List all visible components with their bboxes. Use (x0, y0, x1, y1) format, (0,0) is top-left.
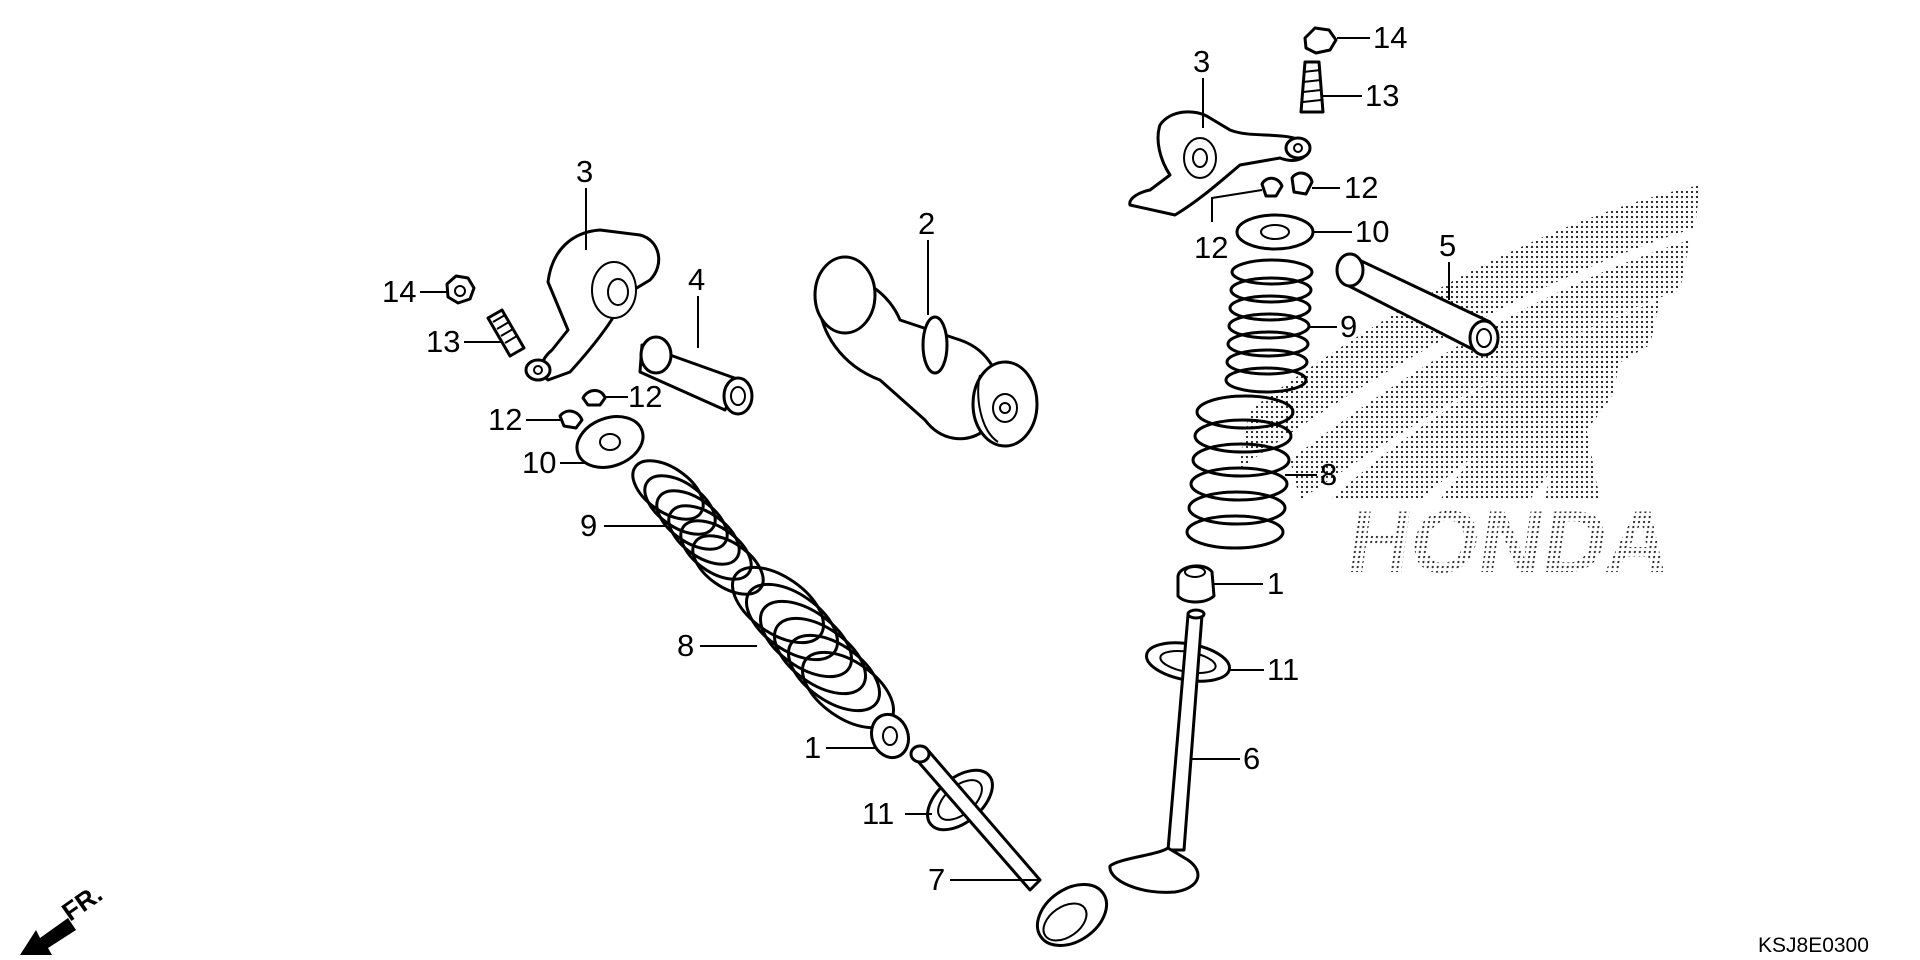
honda-wing-watermark: HONDA (1238, 185, 1700, 591)
callout-12: 12 (628, 379, 662, 414)
rocker-arm-shaft-left (638, 335, 754, 416)
rocker-arm-shaft-right (1335, 252, 1500, 357)
rocker-arm-left (524, 228, 661, 382)
callout-10: 10 (1355, 214, 1389, 249)
callout-10: 10 (522, 445, 556, 480)
callout-8: 8 (1320, 457, 1337, 492)
callout-13: 13 (1365, 78, 1399, 113)
front-direction-arrow-icon: FR. (20, 878, 108, 955)
callout-3: 3 (576, 154, 593, 189)
inner-valve-spring-right (1224, 258, 1314, 394)
callout-14: 14 (382, 274, 416, 309)
callout-3: 3 (1193, 44, 1210, 79)
callout-2: 2 (918, 206, 935, 241)
tappet-adjusting-nut-right (1303, 26, 1338, 55)
callout-1: 1 (1267, 566, 1284, 601)
callout-12: 12 (488, 402, 522, 437)
callout-5: 5 (1439, 228, 1456, 263)
callout-4: 4 (688, 262, 705, 297)
callout-9: 9 (1340, 309, 1357, 344)
inner-valve-spring-left (631, 459, 765, 596)
callout-6: 6 (1243, 741, 1260, 776)
diagram-code: KSJ8E0300 (1758, 934, 1869, 957)
callout-labels: 3 14 13 4 2 12 12 10 9 8 1 11 7 3 14 13 … (382, 20, 1456, 897)
tappet-adjusting-nut-left (445, 274, 476, 305)
honda-watermark-text: HONDA (1341, 492, 1677, 591)
camshaft (813, 255, 1039, 448)
callout-11: 11 (1267, 652, 1299, 687)
outer-valve-spring-right (1185, 394, 1295, 550)
valve-left (909, 744, 1109, 947)
tappet-adjusting-screw-right (1299, 60, 1325, 114)
callout-14: 14 (1373, 20, 1407, 55)
valve-cotter-right-a (1260, 176, 1284, 198)
callout-1: 1 (804, 730, 821, 765)
valve-spring-retainer-left (575, 415, 645, 469)
rocker-arm-right (1128, 110, 1312, 217)
front-indicator-label: FR. (56, 878, 108, 927)
callout-7: 7 (928, 862, 945, 897)
callout-8: 8 (677, 628, 694, 663)
valve-spring-retainer-right (1235, 213, 1315, 251)
valve-right (1108, 608, 1206, 894)
leader-lines (420, 37, 1450, 881)
outer-valve-spring-left (730, 565, 896, 730)
valve-cotter-left-a (581, 389, 607, 407)
tappet-adjusting-screw-left (486, 308, 526, 358)
valve-stem-seal-right (1176, 564, 1216, 604)
callout-13: 13 (426, 324, 460, 359)
valve-stem-seal-left (869, 712, 911, 760)
callout-9: 9 (580, 508, 597, 543)
valve-cotter-right-b (1290, 171, 1314, 196)
callout-12: 12 (1194, 230, 1228, 265)
valve-cotter-left-b (558, 409, 584, 430)
callout-12: 12 (1344, 170, 1378, 205)
callout-11: 11 (862, 796, 894, 831)
